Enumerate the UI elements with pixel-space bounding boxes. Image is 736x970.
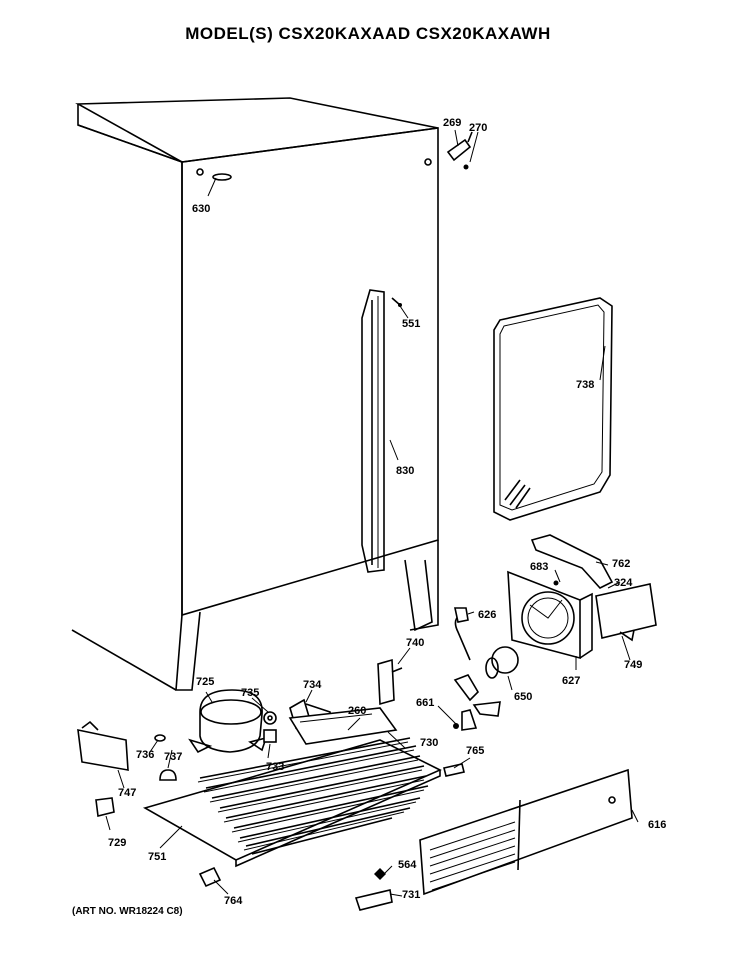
diagram-title: MODEL(S) CSX20KAXAAD CSX20KAXAWH: [185, 24, 551, 43]
grommet-735: [263, 711, 277, 725]
fan-motor-650: [485, 646, 519, 679]
part-label-725: 725: [196, 676, 214, 688]
part-label-626: 626: [478, 609, 496, 621]
base-pan-751: [142, 737, 442, 868]
part-label-260: 260: [348, 705, 366, 717]
part-label-564: 564: [398, 859, 417, 871]
screw-551: [391, 297, 402, 307]
part-label-830: 830: [396, 465, 414, 477]
leader-lines: [105, 129, 639, 897]
part-label-630: 630: [192, 203, 210, 215]
compressor-725: [188, 689, 268, 754]
relay-740: [377, 658, 403, 706]
part-label-747: 747: [118, 787, 136, 799]
condenser-coil-730: [288, 707, 398, 745]
clip-765: [443, 763, 465, 777]
grille-616: [419, 768, 633, 896]
grommet-737: [159, 769, 177, 781]
hinge-pin-269: [446, 131, 473, 170]
part-label-740: 740: [406, 637, 424, 649]
art-number: (ART NO. WR18224 C8): [72, 906, 183, 917]
part-label-764: 764: [224, 895, 243, 907]
part-label-551: 551: [402, 318, 420, 330]
clip-736: [154, 734, 166, 742]
drain-tube-762: [530, 534, 614, 589]
power-cord-626: [454, 607, 471, 661]
part-label-616: 616: [648, 819, 666, 831]
part-label-729: 729: [108, 837, 126, 849]
part-label-765: 765: [466, 745, 484, 757]
screw-564: [374, 868, 386, 880]
part-label-751: 751: [148, 851, 166, 863]
part-label-735: 735: [241, 687, 259, 699]
block-729: [95, 797, 115, 817]
part-label-731: 731: [402, 889, 420, 901]
part-label-736: 736: [136, 749, 154, 761]
part-label-627: 627: [562, 675, 580, 687]
condenser-loop-738: [493, 297, 613, 521]
part-label-749: 749: [624, 659, 642, 671]
part-label-738: 738: [576, 379, 594, 391]
clip-731: [354, 889, 393, 911]
part-label-324: 324: [614, 577, 633, 589]
part-label-683: 683: [530, 561, 548, 573]
part-label-737: 737: [164, 751, 182, 763]
part-label-270: 270: [469, 122, 487, 134]
bracket-747: [77, 720, 129, 771]
clip-733: [263, 729, 277, 743]
part-label-661: 661: [416, 697, 434, 709]
part-label-730: 730: [420, 737, 438, 749]
refrigerator-cabinet: [71, 97, 439, 691]
part-label-762: 762: [612, 558, 630, 570]
part-label-269: 269: [443, 117, 461, 129]
center-strip-830: [361, 289, 385, 573]
fan-blade-661: [453, 674, 501, 731]
part-label-650: 650: [514, 691, 532, 703]
part-label-734: 734: [303, 679, 322, 691]
cover-749: [595, 583, 657, 642]
fan-shroud-627: [507, 570, 593, 660]
part-label-733: 733: [266, 761, 284, 773]
